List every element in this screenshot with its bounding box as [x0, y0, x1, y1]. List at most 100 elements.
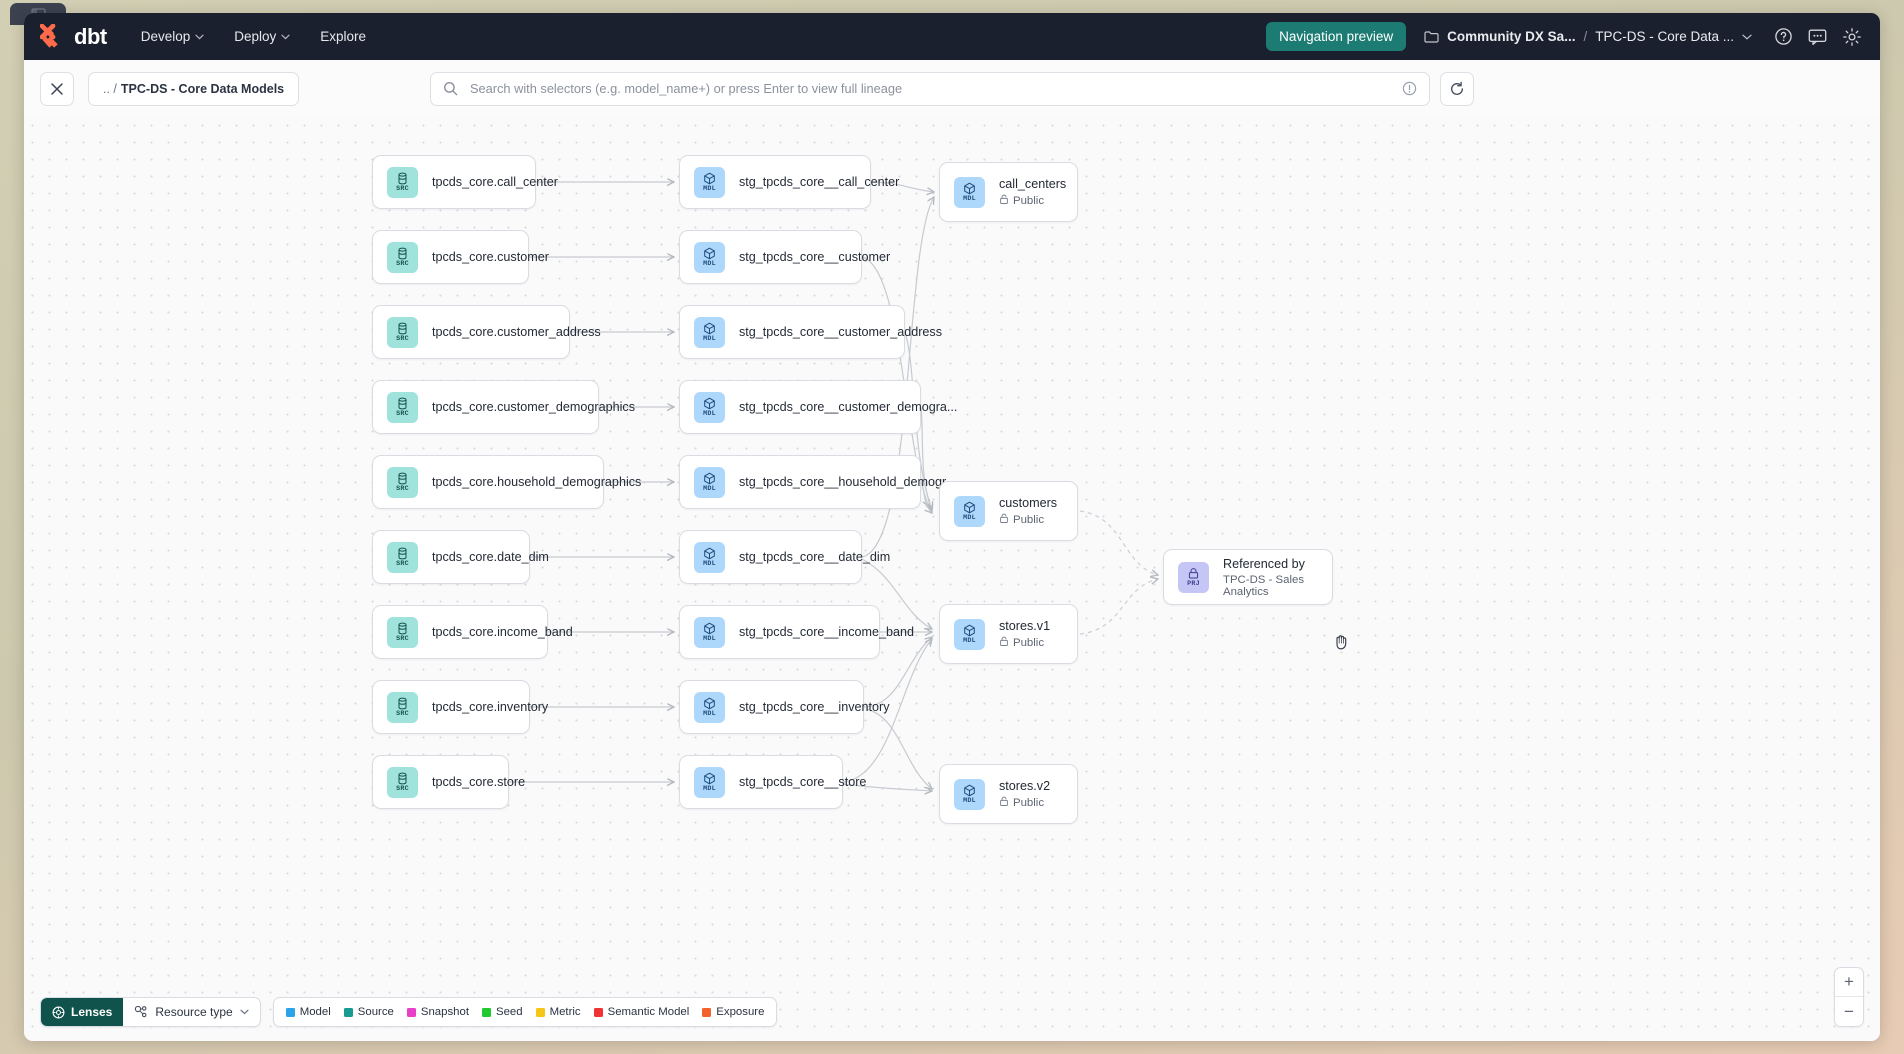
search-input[interactable]: [468, 80, 1392, 97]
breadcrumb-account[interactable]: Community DX Sa...: [1447, 29, 1576, 44]
cube-icon: [703, 472, 716, 485]
resource-type-legend: Model Source Snapshot Seed Metric Semantic Mo…: [272, 997, 778, 1027]
search-box[interactable]: [430, 71, 1430, 106]
node-type-badge-mdl: MDL: [694, 616, 725, 648]
nav-item-develop[interactable]: Develop: [141, 29, 205, 44]
refresh-button[interactable]: [1440, 71, 1474, 106]
close-icon: [51, 82, 63, 95]
cube-icon: [703, 622, 716, 635]
legend-label: Semantic Model: [607, 1006, 690, 1018]
unlock-icon: [999, 796, 1009, 810]
unlock-icon: [1000, 513, 1008, 523]
database-icon: [396, 172, 409, 185]
lineage-toolbar: .. / TPC-DS - Core Data Models: [24, 60, 1880, 117]
legend-item-seed[interactable]: Seed: [482, 1006, 523, 1018]
node-type-badge-src: SRC: [387, 691, 418, 723]
cube-icon: [703, 697, 716, 710]
dbt-mark-icon: [40, 23, 58, 48]
node-type-tag: MDL: [963, 636, 976, 645]
help-circle-icon[interactable]: [1774, 27, 1793, 46]
chevron-down-icon[interactable]: [1742, 34, 1752, 40]
cube-icon: [963, 624, 976, 637]
zoom-in-button[interactable]: +: [1835, 968, 1863, 997]
node-type-badge-src: SRC: [387, 616, 418, 648]
breadcrumb-project[interactable]: TPC-DS - Core Data ...: [1595, 29, 1734, 44]
node-title: stg_tpcds_core__call_center: [739, 175, 900, 189]
chevron-down-icon: [195, 34, 204, 40]
node-type-tag: MDL: [963, 194, 976, 203]
legend-item-snapshot[interactable]: Snapshot: [406, 1006, 469, 1018]
feedback-icon[interactable]: [1808, 28, 1827, 46]
node-type-tag: SRC: [396, 709, 409, 718]
navigation-preview-button[interactable]: Navigation preview: [1266, 22, 1407, 51]
nav-item-explore[interactable]: Explore: [320, 29, 366, 44]
resource-type-dropdown[interactable]: Resource type: [123, 998, 259, 1026]
node-type-tag: MDL: [703, 634, 716, 643]
gear-icon[interactable]: [1842, 27, 1862, 47]
node-labels: stg_tpcds_core__household_demogr...: [739, 475, 956, 489]
legend-item-source[interactable]: Source: [343, 1006, 394, 1018]
legend-label: Metric: [549, 1006, 581, 1018]
legend-item-exposure[interactable]: Exposure: [702, 1006, 764, 1018]
node-type-tag: PRJ: [1187, 579, 1200, 588]
close-lineage-button[interactable]: [40, 71, 74, 106]
zoom-controls: + −: [1834, 967, 1864, 1027]
node-labels: tpcds_core.date_dim: [432, 550, 549, 564]
node-type-badge-mdl: MDL: [954, 495, 985, 527]
node-subtitle: Public: [999, 796, 1050, 810]
node-labels: tpcds_core.customer_demographics: [432, 400, 635, 414]
info-icon[interactable]: [1402, 81, 1417, 96]
legend-item-model[interactable]: Model: [285, 1006, 331, 1018]
lineage-node-mdl_stg_household_demographics[interactable]: MDL stg_tpcds_core__household_demogr...: [679, 455, 956, 509]
node-type-badge-mdl: MDL: [954, 778, 985, 810]
node-type-tag: MDL: [703, 334, 716, 343]
dbt-logo[interactable]: dbt: [40, 23, 107, 50]
zoom-out-button[interactable]: −: [1844, 1001, 1854, 1021]
cube-icon: [703, 547, 716, 560]
lineage-node-src_inventory[interactable]: SRC tpcds_core.inventory: [372, 680, 548, 734]
top-navigation-bar: dbt Develop Deploy Explore Navigation pr…: [24, 13, 1880, 60]
legend-swatch: [482, 1007, 491, 1017]
node-type-tag: MDL: [963, 796, 976, 805]
header-icon-group: [1774, 27, 1862, 47]
nav-item-deploy[interactable]: Deploy: [234, 29, 290, 44]
node-type-badge-src: SRC: [387, 316, 418, 348]
node-type-badge-src: SRC: [387, 466, 418, 498]
node-title: call_centers: [999, 176, 1067, 191]
lineage-node-mdl_stg_call_center[interactable]: MDL stg_tpcds_core__call_center: [679, 155, 900, 209]
node-labels: tpcds_core.inventory: [432, 700, 548, 714]
node-title: tpcds_core.customer: [432, 250, 549, 264]
lenses-button[interactable]: Lenses: [41, 998, 124, 1026]
node-title: stg_tpcds_core__customer: [739, 250, 891, 264]
project-breadcrumb-chip[interactable]: .. / TPC-DS - Core Data Models: [88, 71, 300, 106]
node-type-tag: MDL: [703, 484, 716, 493]
database-icon: [396, 472, 409, 485]
node-type-badge-mdl: MDL: [694, 166, 725, 198]
browser-window: dbt Develop Deploy Explore Navigation pr…: [24, 13, 1880, 1041]
legend-item-semantic-model[interactable]: Semantic Model: [593, 1006, 690, 1018]
legend-item-metric[interactable]: Metric: [535, 1006, 581, 1018]
unlock-icon: [999, 194, 1009, 208]
